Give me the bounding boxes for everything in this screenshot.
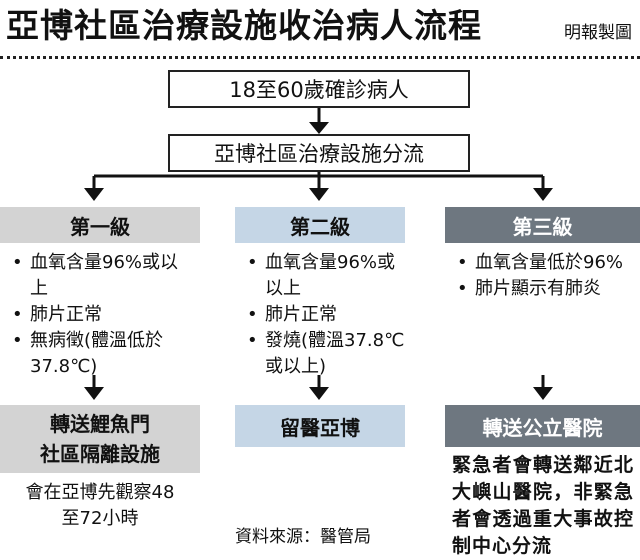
level-1-criterion: 無病徵(體溫低於37.8℃) xyxy=(12,328,192,380)
level-3-note: 緊急者會轉送鄰近北大嶼山醫院，非緊急者會透過重大事故控制中心分流 xyxy=(452,452,634,560)
level-2-outcome: 留醫亞博 xyxy=(235,405,405,447)
confirmed-patients-label: 18至60歲確診病人 xyxy=(229,78,409,102)
level-2-criteria: 血氧含量96%或以上 肺片正常 發燒(體溫37.8℃或以上) xyxy=(247,250,407,380)
level-3-outcome-line: 轉送公立醫院 xyxy=(482,415,603,440)
level-1-outcome: 轉送鯉魚門 社區隔離設施 xyxy=(0,405,200,473)
level-1-criteria: 血氧含量96%或以上 肺片正常 無病徵(體溫低於37.8℃) xyxy=(12,250,192,380)
credit-label: 明報製圖 xyxy=(564,23,632,43)
level-1-outcome-line: 社區隔離設施 xyxy=(40,442,160,466)
level-2-outcome-line: 留醫亞博 xyxy=(280,415,360,440)
level-3-note-text: 緊急者會轉送鄰近北大嶼山醫院，非緊急者會透過重大事故控制中心分流 xyxy=(452,454,634,557)
arrowhead-level3-down xyxy=(533,387,553,400)
level-1-header: 第一級 xyxy=(0,207,200,243)
level-1-note-line: 至72小時 xyxy=(61,508,139,529)
arrowhead-center xyxy=(309,188,329,201)
level-1-criterion: 肺片正常 xyxy=(12,302,192,328)
level-3-header: 第三級 xyxy=(445,207,640,243)
level-1-outcome-line: 轉送鯉魚門 xyxy=(50,412,150,436)
level-2-criterion: 血氧含量96%或以上 xyxy=(247,250,407,302)
level-1-criterion: 血氧含量96%或以上 xyxy=(12,250,192,302)
arrowhead-left xyxy=(84,188,104,201)
level-2-label: 第二級 xyxy=(290,214,350,239)
triage-box: 亞博社區治療設施分流 xyxy=(168,134,470,172)
level-3-criteria: 血氧含量低於96% 肺片顯示有肺炎 xyxy=(457,250,632,302)
level-2-header: 第二級 xyxy=(235,207,405,243)
level-3-criterion: 肺片顯示有肺炎 xyxy=(457,276,632,302)
level-3-outcome: 轉送公立醫院 xyxy=(445,405,640,447)
arrowhead-level1-down xyxy=(84,387,104,400)
page-title: 亞博社區治療設施收治病人流程 xyxy=(6,6,482,45)
arrowhead-top-to-mid xyxy=(309,122,329,134)
level-3-label: 第三級 xyxy=(512,214,573,239)
level-1-note-line: 會在亞博先觀察48 xyxy=(25,482,175,503)
source-label: 資料來源：醫管局 xyxy=(235,527,371,547)
arrowhead-right xyxy=(533,188,553,201)
title-divider xyxy=(0,56,640,59)
arrowhead-level2-down xyxy=(309,387,329,400)
level-2-criterion: 肺片正常 xyxy=(247,302,407,328)
level-3-criterion: 血氧含量低於96% xyxy=(457,250,632,276)
level-1-note: 會在亞博先觀察48 至72小時 xyxy=(0,480,200,532)
level-2-criterion: 發燒(體溫37.8℃或以上) xyxy=(247,328,407,380)
level-1-label: 第一級 xyxy=(70,214,130,239)
confirmed-patients-box: 18至60歲確診病人 xyxy=(168,70,470,108)
triage-label: 亞博社區治療設施分流 xyxy=(214,142,424,166)
